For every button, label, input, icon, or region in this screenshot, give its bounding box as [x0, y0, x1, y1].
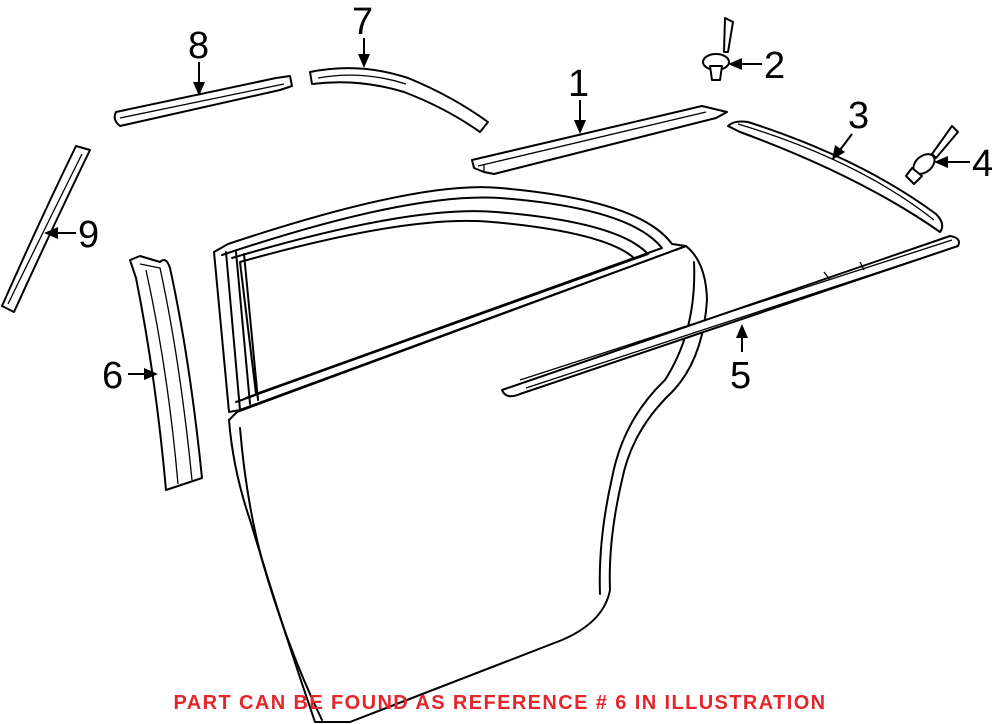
callout-9-label: 9	[78, 214, 99, 256]
part-3-molding	[727, 120, 944, 233]
callout-2-label: 2	[764, 45, 785, 87]
part-7-molding	[309, 67, 489, 133]
reference-note: PART CAN BE FOUND AS REFERENCE # 6 IN IL…	[173, 692, 827, 714]
callout-7-label: 7	[352, 1, 373, 43]
window-frame-inner-1	[221, 196, 663, 403]
part-5-weatherstrip	[501, 235, 960, 398]
part-9-molding	[1, 145, 91, 313]
callout-8-label: 8	[188, 25, 209, 67]
callout-6-label: 6	[102, 355, 123, 397]
window-frame-inner-2	[231, 210, 649, 399]
rear-door	[213, 186, 708, 723]
part-6-pillar-applique	[129, 255, 203, 491]
callout-5-label: 5	[730, 355, 751, 397]
callout-8: 8	[188, 25, 209, 96]
callout-1: 1	[568, 63, 589, 134]
callout-4: 4	[934, 143, 993, 185]
callout-1-label: 1	[568, 63, 589, 105]
window-sash-post	[225, 251, 259, 411]
callout-3-label: 3	[848, 95, 869, 137]
callout-4-label: 4	[972, 143, 993, 185]
callout-7: 7	[352, 1, 373, 68]
callout-9: 9	[44, 214, 99, 256]
part-2-clip	[702, 17, 734, 81]
part-4-clip	[905, 125, 959, 185]
part-1-molding	[471, 105, 728, 175]
callout-6: 6	[102, 355, 158, 397]
callout-2: 2	[728, 45, 785, 87]
callout-5: 5	[730, 324, 751, 397]
window-glass	[239, 219, 635, 395]
door-rear-edge-inner	[598, 261, 696, 595]
part-8-molding	[113, 75, 293, 127]
callout-3: 3	[832, 95, 869, 160]
door-inner-edge	[239, 427, 323, 721]
